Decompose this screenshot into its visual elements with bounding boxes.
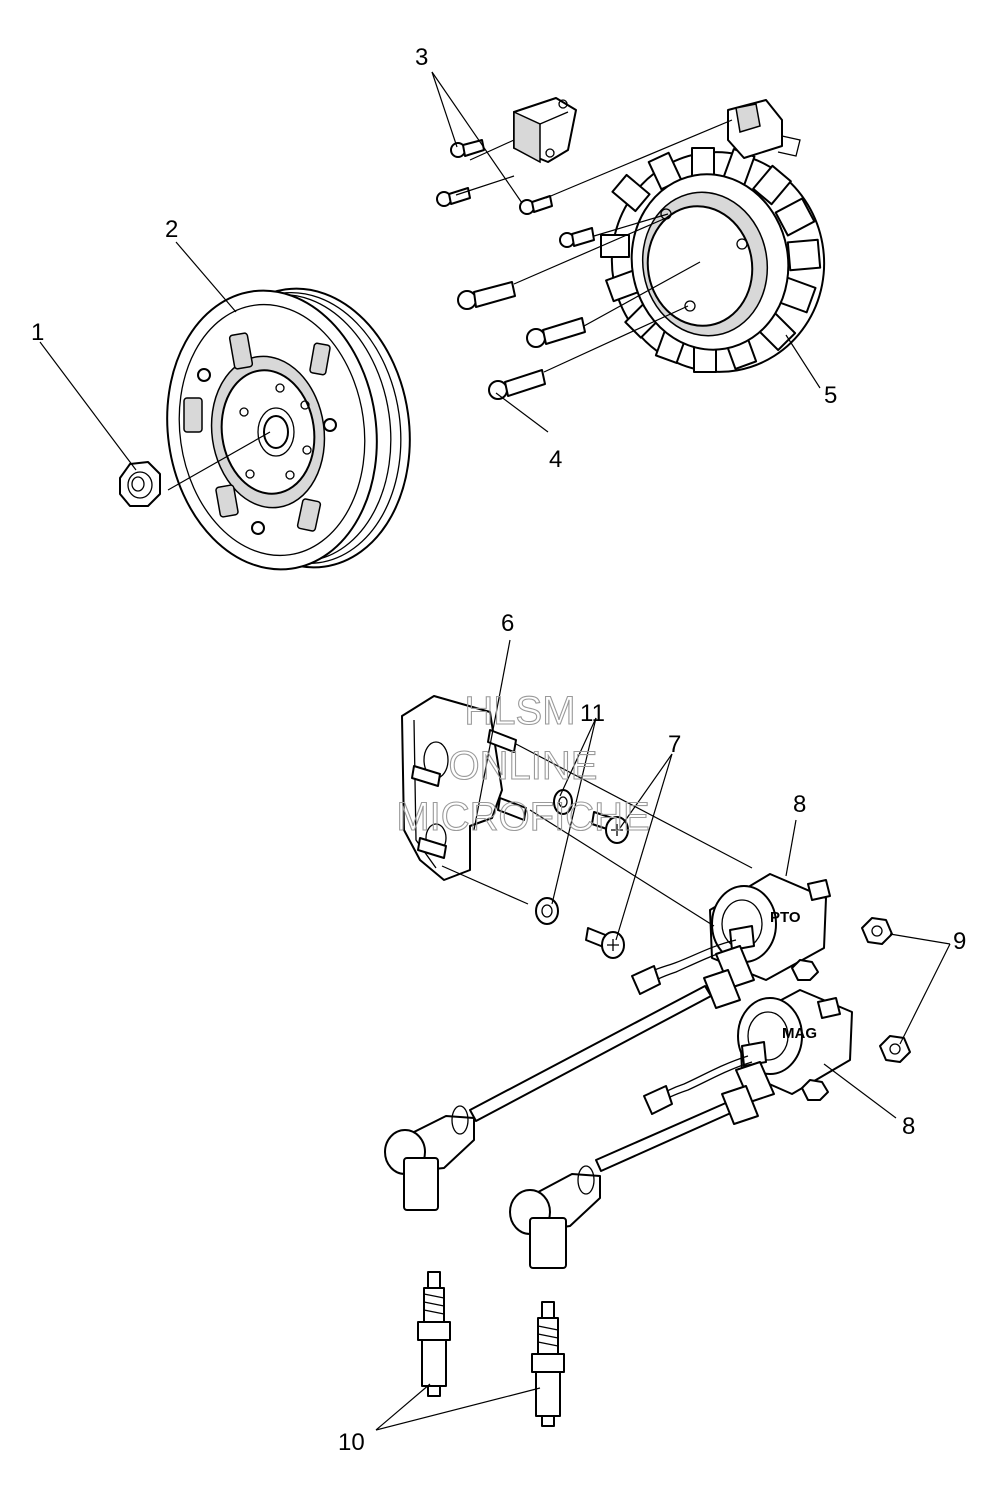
watermark-line-2: ONLINE — [449, 744, 598, 788]
spark-plug-10a — [417, 1271, 451, 1397]
watermark-line-1: HLSM — [464, 689, 575, 733]
callout-4: 4 — [549, 446, 562, 473]
coil-label-pto: PTO — [770, 909, 801, 926]
callout-numbers: 1 2 3 4 5 6 7 8 8 9 10 11 — [31, 44, 966, 1456]
sensor-3 — [513, 97, 577, 164]
ignition-cables — [469, 985, 734, 1172]
washer-11b — [535, 897, 559, 925]
spark-plug-cap-1 — [384, 1105, 475, 1211]
callout-5: 5 — [824, 382, 837, 409]
callout-11: 11 — [580, 700, 605, 727]
screw-3b — [436, 187, 471, 207]
coil-bracket-6 — [401, 695, 527, 881]
stator-teeth — [600, 147, 822, 373]
callout-7: 7 — [668, 731, 681, 758]
flange-nut-9a — [861, 917, 893, 945]
spark-plug-10b — [531, 1301, 565, 1427]
coil-label-mag: MAG — [782, 1025, 817, 1042]
flywheel-2 — [166, 287, 411, 571]
callout-2: 2 — [165, 216, 178, 243]
bolt-4a — [559, 227, 595, 248]
ignition-coil-mag-8: MAG — [643, 989, 853, 1125]
callout-1: 1 — [31, 319, 44, 346]
flange-nut-1 — [119, 461, 161, 507]
callout-6: 6 — [501, 610, 514, 637]
leader-lines — [39, 71, 951, 1431]
callout-3: 3 — [415, 44, 428, 71]
watermark-line-3: MICROFICHE — [396, 795, 649, 839]
callout-8-pto: 8 — [793, 791, 806, 818]
spark-plug-cap-2 — [509, 1165, 601, 1269]
screw-7b — [585, 927, 625, 959]
coil-nut-pto — [791, 959, 819, 981]
callout-9: 9 — [953, 928, 966, 955]
screw-3a — [450, 139, 485, 158]
callout-8-mag: 8 — [902, 1113, 915, 1140]
bolt-4b — [457, 281, 516, 310]
watermark: HLSM ONLINE MICROFICHE — [396, 688, 650, 839]
stator-5 — [600, 99, 826, 373]
bolt-4c — [526, 317, 586, 348]
coil-nut-mag — [801, 1079, 829, 1101]
bolt-4d — [488, 369, 546, 400]
flange-nut-9b — [879, 1035, 911, 1063]
ignition-coil-pto-8: PTO — [631, 873, 831, 1009]
callout-10: 10 — [338, 1429, 365, 1456]
screw-3c — [519, 195, 553, 215]
